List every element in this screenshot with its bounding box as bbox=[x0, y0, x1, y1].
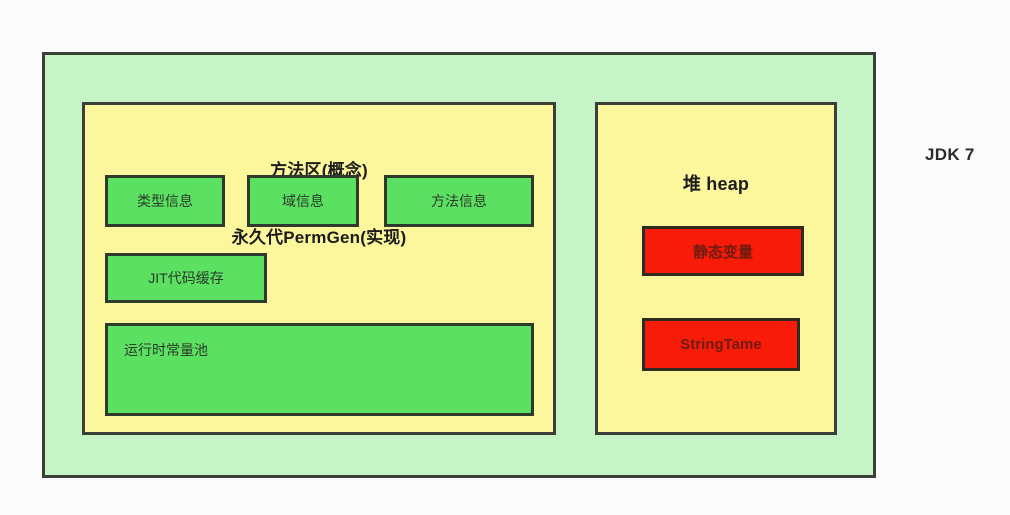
box-jit-code-cache-label: JIT代码缓存 bbox=[148, 270, 224, 286]
heap-title-text: 堆 heap bbox=[682, 173, 750, 194]
box-type-information-label: 类型信息 bbox=[137, 193, 193, 209]
box-static-variables-label: 静态变量 bbox=[692, 243, 753, 261]
box-runtime-constant-pool: 运行时常量池 bbox=[105, 323, 534, 416]
box-method-information-label: 方法信息 bbox=[431, 193, 487, 209]
box-string-table-label: StringTame bbox=[680, 336, 762, 353]
heap-region: 堆 heap 静态变量 StringTame bbox=[595, 102, 837, 435]
box-type-information: 类型信息 bbox=[105, 175, 225, 227]
box-field-information: 域信息 bbox=[247, 175, 359, 227]
box-runtime-constant-pool-label: 运行时常量池 bbox=[124, 342, 208, 358]
box-static-variables: 静态变量 bbox=[642, 226, 804, 276]
box-string-table: StringTame bbox=[642, 318, 800, 371]
method-area-title-line2: 永久代PermGen(实现) bbox=[231, 228, 407, 248]
method-area-region: 方法区(概念) 永久代PermGen(实现) 类型信息 域信息 方法信息 JIT… bbox=[82, 102, 556, 435]
box-jit-code-cache: JIT代码缓存 bbox=[105, 253, 267, 303]
box-field-information-label: 域信息 bbox=[282, 193, 324, 209]
box-method-information: 方法信息 bbox=[384, 175, 534, 227]
jvm-memory-container: 方法区(概念) 永久代PermGen(实现) 类型信息 域信息 方法信息 JIT… bbox=[42, 52, 876, 478]
heap-title: 堆 heap bbox=[598, 105, 834, 244]
jdk-version-label: JDK 7 bbox=[925, 145, 975, 164]
